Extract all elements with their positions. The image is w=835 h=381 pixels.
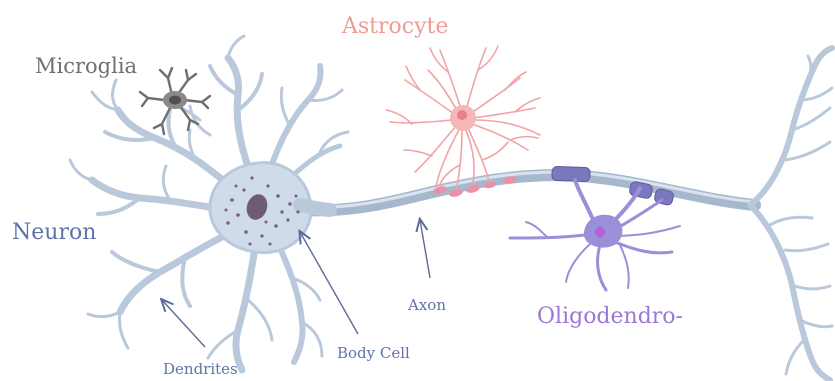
axon-arrow (420, 220, 430, 278)
axon (305, 175, 755, 210)
neuron-label: Neuron (12, 222, 96, 244)
axon-label: Axon (408, 298, 446, 313)
oligodendrocyte-label: Oligodendro- (537, 306, 683, 328)
microglia-nucleus (169, 96, 181, 105)
axon-terminal (750, 48, 832, 380)
astrocyte-nucleus (457, 110, 467, 120)
dendrites-arrow (162, 300, 205, 347)
astrocyte-label: Astrocyte (342, 16, 448, 38)
neuron-cell-body (210, 163, 330, 253)
microglia-label: Microglia (35, 56, 137, 77)
oligodendrocyte-nucleus (595, 227, 605, 237)
dendrites-label: Dendrites (163, 362, 238, 377)
body-cell-label: Body Cell (337, 346, 410, 361)
body-cell-arrow (300, 232, 358, 334)
